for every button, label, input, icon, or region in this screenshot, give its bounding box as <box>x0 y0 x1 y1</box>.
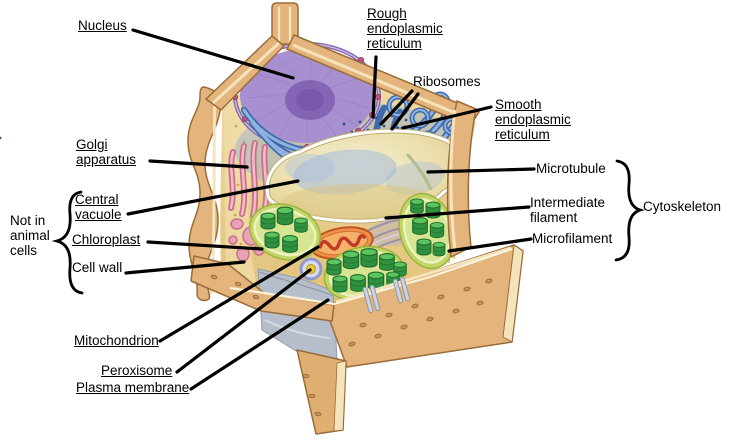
label-rough-er-line3: reticulum <box>367 36 422 51</box>
label-microfilament: Microfilament <box>532 231 612 246</box>
leader-microtubule <box>426 167 536 174</box>
label-plasma-membrane: Plasma membrane <box>76 380 189 395</box>
label-rough-er-line1: Rough <box>367 6 407 21</box>
leader-peroxisome <box>175 268 312 374</box>
label-smooth-er-line1: Smooth <box>495 97 542 112</box>
label-microfilament-text: Microfilament <box>532 231 613 246</box>
leader-central-vacuole <box>126 179 300 216</box>
cell-wall-left-post <box>187 86 222 302</box>
label-rough-er-line2: endoplasmic <box>367 21 443 36</box>
label-not-in-animal-cells: Not in animal cells <box>10 213 50 258</box>
label-ribosomes-text: Ribosomes <box>413 74 481 89</box>
label-microtubule: Microtubule <box>536 161 606 176</box>
label-mitochondrion: Mitochondrion <box>74 333 159 348</box>
leader-plasma-membrane <box>189 298 330 391</box>
leader-smooth-er <box>401 105 493 130</box>
label-not-in-animal-line1: Not in <box>10 213 46 228</box>
label-chloroplast: Chloroplast <box>72 232 140 247</box>
right-brace <box>614 159 645 262</box>
label-cell-wall-text: Cell wall <box>72 260 123 275</box>
leader-intermediate-filament <box>384 205 531 220</box>
label-smooth-er-line2: endoplasmic <box>495 112 571 127</box>
plasmodesmata <box>362 276 411 314</box>
label-golgi-apparatus: Golgi apparatus <box>76 137 136 167</box>
chloroplast-left <box>249 203 321 261</box>
label-smooth-er: Smooth endoplasmic reticulum <box>495 97 571 142</box>
label-intermediate-line1: Intermediate <box>530 195 606 210</box>
label-smooth-er-line3: reticulum <box>495 127 550 142</box>
leader-mitochondrion <box>158 245 320 343</box>
leader-golgi <box>148 159 249 169</box>
label-nucleus: Nucleus <box>78 18 127 33</box>
leader-ribosomes-1 <box>379 89 414 126</box>
label-peroxisome-text: Peroxisome <box>101 363 173 378</box>
label-not-in-animal-line3: cells <box>10 243 38 258</box>
label-cytoskeleton: Cytoskeleton <box>643 199 721 214</box>
label-nucleus-text: Nucleus <box>78 18 127 33</box>
cell-wall-structure <box>187 2 524 435</box>
leader-cell-wall <box>124 260 246 275</box>
plasma-membrane-line <box>229 247 513 306</box>
label-ribosomes: Ribosomes <box>413 74 481 89</box>
label-golgi-line1: Golgi <box>76 137 108 152</box>
label-intermediate-line2: filament <box>530 210 578 225</box>
label-central-vacuole-line1: Central <box>75 192 119 207</box>
label-cell-wall: Cell wall <box>72 260 122 275</box>
cell-wall-bottom-left <box>190 255 335 322</box>
label-rough-er: Rough endoplasmic reticulum <box>367 6 443 51</box>
leader-rough-er <box>371 55 378 119</box>
cell-wall-right <box>446 100 477 258</box>
label-golgi-line2: apparatus <box>76 152 137 167</box>
leader-ribosomes-2 <box>390 92 420 131</box>
label-cytoskeleton-text: Cytoskeleton <box>643 199 722 214</box>
leader-nucleus <box>131 28 295 80</box>
microtubule-rod <box>405 152 433 191</box>
label-microtubule-text: Microtubule <box>536 161 606 176</box>
label-mitochondrion-text: Mitochondrion <box>74 333 159 348</box>
label-chloroplast-text: Chloroplast <box>72 232 141 247</box>
label-intermediate-filament: Intermediate filament <box>530 195 605 225</box>
wall-pits <box>210 274 493 417</box>
label-central-vacuole: Central vacuole <box>75 192 122 222</box>
label-central-vacuole-line2: vacuole <box>75 207 122 222</box>
leader-chloroplast <box>146 240 264 251</box>
leader-microfilament <box>447 237 533 253</box>
label-peroxisome: Peroxisome <box>101 363 172 378</box>
left-brace <box>51 190 84 295</box>
label-plasma-membrane-text: Plasma membrane <box>76 380 190 395</box>
leader-lines <box>124 28 536 391</box>
label-not-in-animal-line2: animal <box>10 228 50 243</box>
